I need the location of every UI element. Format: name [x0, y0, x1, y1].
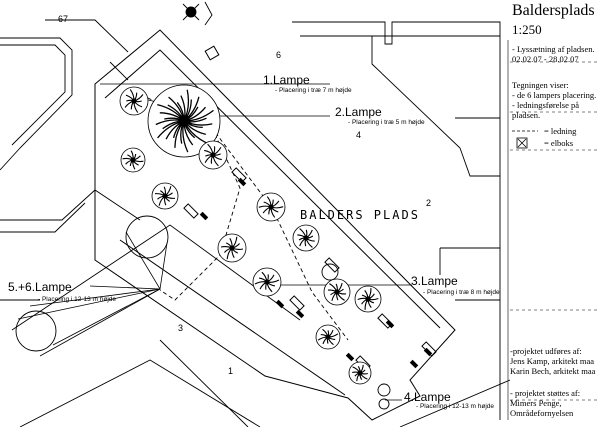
tree-icon — [256, 192, 286, 222]
lamp-4-label: 4.Lampe — [404, 390, 451, 404]
made-by-heading: -projektet udføres af: — [510, 346, 582, 356]
lamp-1-label: 1.Lampe — [263, 73, 310, 87]
benches — [183, 45, 437, 371]
tree-icon — [198, 140, 228, 170]
supporter-2: Områdefornyelsen — [510, 408, 574, 418]
made-by-person-2: Karin Bech, arkitekt maa — [510, 366, 596, 376]
legend-box-label: = elboks — [544, 138, 574, 148]
building-right — [439, 228, 501, 420]
lamp-5-circle — [125, 215, 169, 259]
plot-number-1: 1 — [228, 366, 234, 376]
lamp-2-label: 2.Lampe — [335, 105, 382, 119]
tree-icon — [120, 147, 146, 173]
lamp-2-placement: - Placering i træ 5 m højde — [348, 119, 425, 126]
lamp-3-placement: - Placering i træ 8 m højde — [423, 289, 500, 296]
drawing-scale: 1:250 — [512, 22, 542, 37]
tree-icon — [315, 324, 341, 350]
legend-cable-label: = ledning — [544, 126, 577, 136]
plaza-outline — [94, 29, 456, 421]
project-description: - Lyssætning af pladsen. — [512, 44, 595, 54]
lamp-5-6-label: 5.+6.Lampe — [8, 280, 72, 294]
project-dates: 02.02.07 - 28.02.07 — [512, 54, 579, 64]
drawing-shows-heading: Tegningen viser: — [512, 80, 569, 90]
drawing-title: Baldersplads — [512, 2, 595, 19]
drawing-shows-item-2a: - ledningsførelse på — [512, 100, 580, 110]
north-arrow-icon — [182, 1, 213, 26]
tree-icon — [252, 267, 282, 297]
trees — [119, 84, 382, 385]
tree-icon — [151, 182, 179, 210]
lamp-5-6-placement: - Placering i 12-13 m højde — [38, 296, 117, 303]
tree-icon — [119, 86, 149, 116]
drawing-shows-item-1: - de 6 lampers placering. — [512, 90, 597, 100]
legend-symbols — [512, 130, 538, 149]
plaza-name: BALDERS PLADS — [300, 208, 420, 222]
building-top-left — [0, 19, 129, 171]
tree-icon — [348, 361, 372, 385]
tree-icon — [217, 233, 247, 263]
plot-number-3: 3 — [178, 323, 184, 333]
drawing-shows-item-2b: pladsen. — [512, 110, 541, 120]
lamp-1-placement: - Placering i træ 7 m højde — [275, 87, 352, 94]
lamp-3-label: 3.Lampe — [411, 274, 458, 288]
plot-number-67: 67 — [58, 14, 69, 24]
tree-icon — [323, 278, 351, 306]
tree-icon — [354, 285, 382, 313]
supported-by-heading: - projektet støttes af: — [510, 388, 581, 398]
plot-number-6: 6 — [276, 50, 282, 60]
tree-icon — [292, 224, 320, 252]
plot-number-2: 2 — [426, 198, 432, 208]
made-by-person-1: Jens Kamp, arkitekt maa — [510, 356, 595, 366]
plot-number-4: 4 — [356, 130, 362, 140]
lamp-6-circle — [15, 310, 57, 352]
tree-icon — [147, 84, 221, 158]
supporter-1: Mimers Penge, — [510, 398, 562, 408]
lamp-4-placement: - Placering i 12-13 m højde — [416, 403, 495, 410]
building-top-right — [292, 21, 501, 228]
